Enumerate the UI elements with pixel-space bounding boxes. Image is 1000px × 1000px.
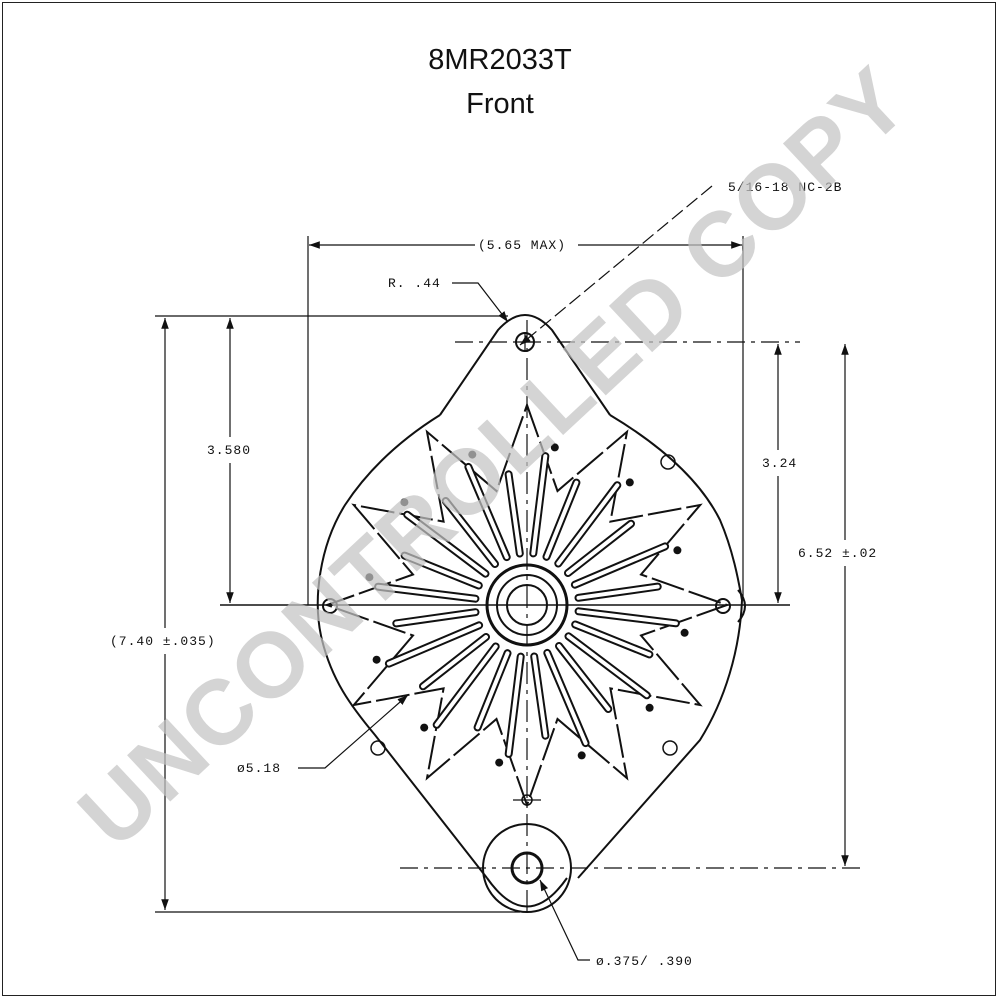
fan-rivet [577, 751, 586, 760]
fan-blade-inner [576, 609, 678, 626]
height-upper-label: 3.580 [207, 443, 251, 458]
dim-height-overall [155, 318, 520, 913]
fan-blade-inner [443, 499, 497, 566]
height-overall-label: (7.40 ±.035) [110, 634, 216, 649]
dim-height-upper [155, 315, 508, 603]
fan-blade-inner [531, 454, 548, 556]
hole-diameter-label: ø.375/ .390 [596, 954, 693, 969]
fan-rivet [365, 573, 374, 582]
fan-blade-inner [421, 635, 488, 689]
fan-rivet [680, 628, 689, 637]
fan-rivet [495, 758, 504, 767]
fan-blade-inner [576, 584, 660, 600]
fan-blade-inner [466, 464, 509, 560]
fan-rivet [625, 478, 634, 487]
fan-blade-inner [506, 472, 522, 556]
uncontrolled-copy-watermark: UNCONTROLLED COPY [60, 48, 928, 867]
fan-blade-inner [434, 644, 498, 727]
fan-blade-inner [475, 651, 510, 730]
view-title: Front [466, 88, 534, 120]
fan-rivet [372, 655, 381, 664]
dim-width-max [307, 236, 744, 605]
fan-blade-inner [506, 654, 523, 756]
fan-rivet [468, 450, 477, 459]
part-number-title: 8MR2033T [428, 44, 572, 76]
diameter-body-label: ø5.18 [237, 761, 281, 776]
height-mount-label: 6.52 ±.02 [798, 546, 877, 561]
radius-label: R. .44 [388, 276, 441, 291]
height-right-label: 3.24 [762, 456, 797, 471]
hole-diameter-leader [539, 879, 590, 961]
fan-blade-inner [556, 483, 620, 566]
fan-blade-inner [566, 634, 649, 698]
thread-label: 5/16-18 NC-2B [728, 180, 842, 195]
radius-leader [452, 282, 509, 323]
fan-blade-inner [566, 521, 633, 575]
fan-rivet [550, 443, 559, 452]
fan-blade-inner [572, 544, 668, 587]
fan-rivet [673, 546, 682, 555]
fan-blade-inner [557, 644, 611, 711]
fan-blade-inner [394, 610, 478, 626]
thread-leader [519, 185, 713, 346]
fan-blade-inner [386, 623, 482, 666]
diameter-body-leader [298, 694, 409, 769]
fan-blade-inner [545, 650, 588, 746]
fan-rivet [645, 703, 654, 712]
fan-blade-inner [532, 654, 548, 738]
side-holes [322, 454, 746, 756]
fan-rivet [420, 723, 429, 732]
fan-blade-inner [376, 584, 478, 601]
housing-outline [316, 314, 744, 908]
fan-blade-inner [405, 512, 488, 576]
fan-blade-inner [544, 480, 579, 559]
width-max-label: (5.65 MAX) [478, 238, 566, 253]
fan-blade-inner [573, 622, 652, 657]
fan-blade-inner [402, 553, 481, 588]
fan-rivet [400, 498, 409, 507]
